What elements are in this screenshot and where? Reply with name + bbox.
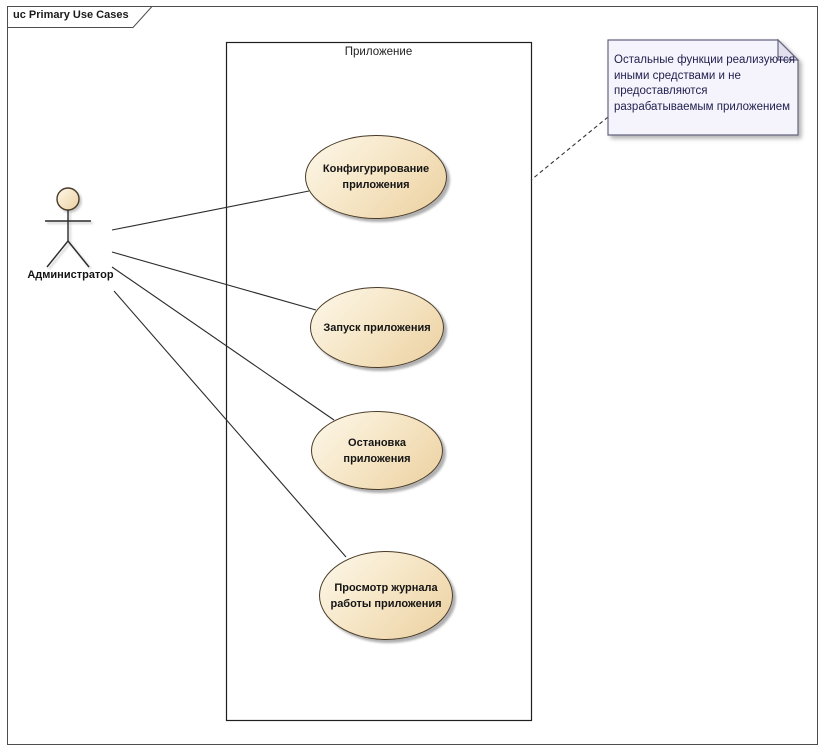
association-configure[interactable] xyxy=(111,190,310,231)
frame-label-tab xyxy=(7,6,154,28)
usecase-label: Запуск приложения xyxy=(323,321,431,334)
actor-leg-right xyxy=(67,240,90,268)
association-start[interactable] xyxy=(111,251,317,311)
note-body xyxy=(607,39,799,136)
usecase-configure-application[interactable]: Конфигурирование приложения xyxy=(305,135,447,219)
usecase-label: Просмотр журнала работы приложения xyxy=(330,581,442,610)
actor-leg-left xyxy=(46,240,69,268)
usecase-start-application[interactable]: Запуск приложения xyxy=(310,287,444,368)
note-shape[interactable] xyxy=(607,38,800,136)
system-boundary-title: Приложение xyxy=(344,46,413,58)
note-fold-corner-icon xyxy=(777,38,800,61)
usecase-label: Остановка приложения xyxy=(343,436,411,465)
note-attachment-link[interactable] xyxy=(530,116,609,181)
note-text: Остальные функции реализуются иными сред… xyxy=(614,54,795,113)
actor-administrator[interactable] xyxy=(45,187,91,268)
association-viewlog[interactable] xyxy=(113,290,347,558)
usecase-label: Конфигурирование приложения xyxy=(322,163,430,191)
usecase-view-application-log[interactable]: Просмотр журнала работы приложения xyxy=(319,551,453,640)
diagram-frame-border xyxy=(7,6,818,745)
usecase-stop-application[interactable]: Остановка приложения xyxy=(311,411,443,490)
frame-label: uc Primary Use Cases xyxy=(13,9,129,21)
actor-name: Администратор xyxy=(27,269,114,281)
association-stop[interactable] xyxy=(111,266,335,421)
actor-head xyxy=(56,187,80,211)
